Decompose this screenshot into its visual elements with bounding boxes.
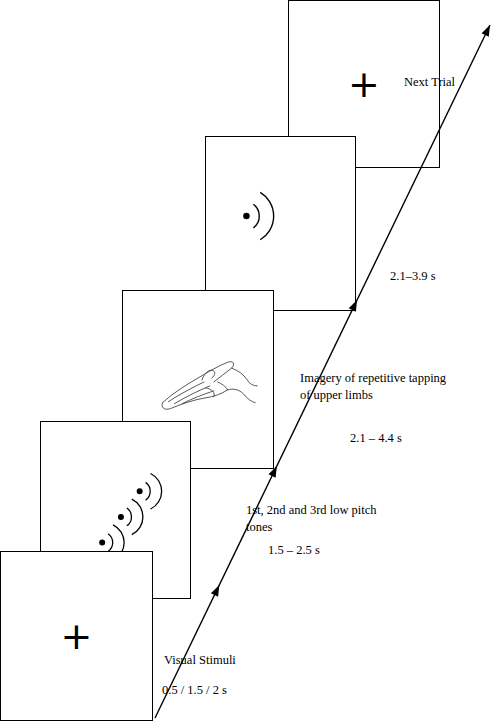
arrow-head xyxy=(482,25,490,37)
finger-line xyxy=(174,386,210,404)
timeline-label: 2.1 – 4.4 s xyxy=(350,430,440,447)
palm-crease xyxy=(218,382,228,390)
thumb xyxy=(202,370,215,380)
tone-symbol xyxy=(206,137,355,310)
tone-arc xyxy=(132,499,143,535)
tone-dot xyxy=(100,540,105,545)
tone-arc xyxy=(108,534,113,552)
arrow-head xyxy=(268,466,276,478)
timeline-label: 1st, 2nd and 3rd low pitch tones xyxy=(246,502,406,536)
hand-wrist xyxy=(228,389,256,403)
tone-arc xyxy=(127,508,132,526)
hand-wrist xyxy=(232,368,258,386)
tone-screen xyxy=(205,136,356,311)
timeline-label: Imagery of repetitive tapping of upper l… xyxy=(300,370,450,404)
tone-dot xyxy=(244,214,249,219)
timeline-label: Next Trial xyxy=(404,74,494,91)
finger-line xyxy=(182,391,214,404)
finger-line xyxy=(168,382,204,402)
tone-arc xyxy=(260,192,273,239)
timeline-label: 2.1–3.9 s xyxy=(390,268,480,285)
fixation-screen: + xyxy=(0,551,153,721)
hand-outline xyxy=(162,362,233,403)
tone-dot xyxy=(119,515,124,520)
tone-arc xyxy=(146,482,151,500)
fixation-cross: + xyxy=(348,65,380,103)
timeline-label: 0.5 / 1.5 / 2 s xyxy=(162,682,272,699)
timeline-label: Visual Stimuli xyxy=(164,652,274,669)
fixation-cross: + xyxy=(61,617,93,655)
palm-crease xyxy=(206,388,214,397)
tone-arc xyxy=(151,473,162,509)
arrow-head xyxy=(211,585,219,597)
tone-dot xyxy=(137,489,142,494)
arrow-head xyxy=(349,300,357,312)
timeline-label: 1.5 – 2.5 s xyxy=(268,542,358,559)
tone-arc xyxy=(253,204,259,228)
